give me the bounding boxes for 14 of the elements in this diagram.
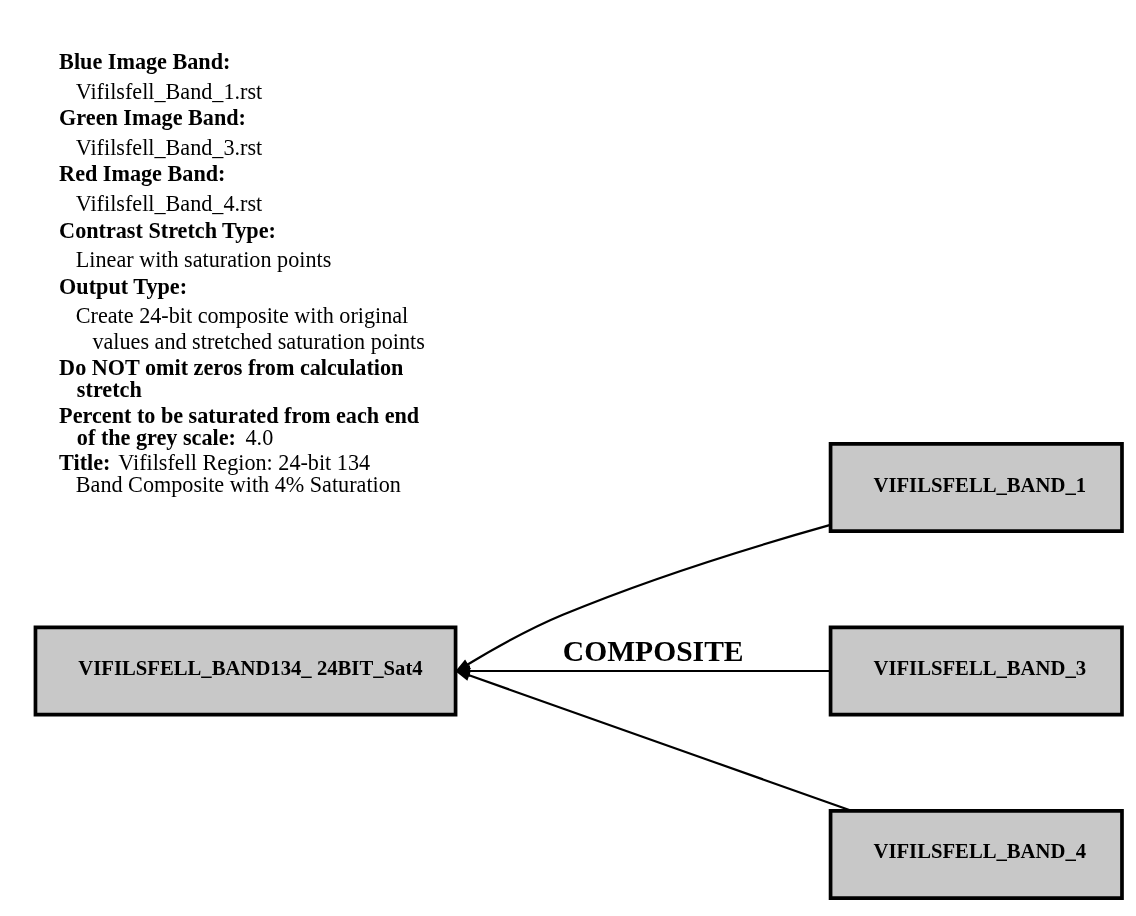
label: Percent to be saturated from each end of the grey scale: 4.0 (59, 402, 420, 450)
label: Vifilsfell_Band_3.rst (75, 134, 263, 160)
label: Create 24-bit composite with original values and stretched saturation points (75, 303, 425, 354)
label: Green Image Band: (59, 105, 246, 131)
label: Contrast Stretch Type: (59, 217, 276, 243)
label: Blue Image Band: (59, 48, 231, 74)
label: Vifilsfell_Band_4.rst (75, 190, 263, 216)
label: Do NOT omit zeros from calculation stretch (59, 355, 404, 403)
label: Red Image Band: (59, 161, 226, 187)
label: Output Type: (59, 273, 188, 299)
label: Linear with saturation points (75, 247, 332, 273)
label: Vifilsfell_Band_1.rst (75, 78, 263, 104)
label: Title: Vifilsfell Region: 24-bit 134 Band Composite with 4% Saturation (59, 449, 401, 498)
edge-label: COMPOSITE (562, 634, 744, 667)
